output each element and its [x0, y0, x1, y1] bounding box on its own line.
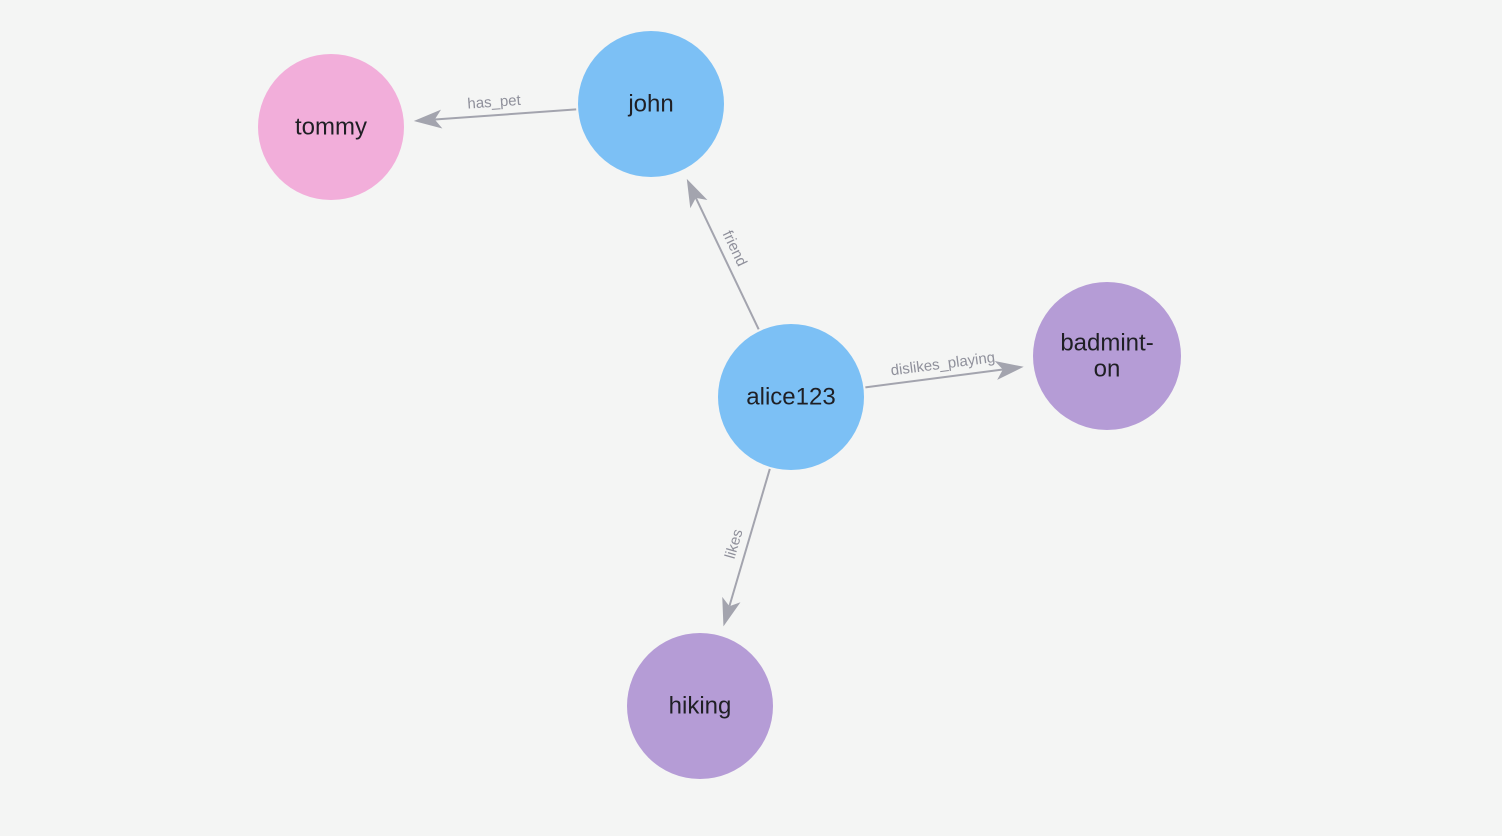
node-tommy[interactable]: tommy — [258, 54, 404, 200]
edge-label: likes — [722, 527, 747, 561]
edge-alice123-john: friend — [686, 178, 760, 330]
edge-arrowhead — [413, 109, 443, 129]
node-john[interactable]: john — [578, 31, 724, 177]
edge-label: has_pet — [467, 92, 522, 113]
node-label-line: on — [1094, 356, 1121, 383]
edge-arrowhead — [994, 360, 1024, 380]
edge-arrowhead — [722, 596, 741, 627]
node-label: badmint-on — [1060, 330, 1153, 383]
node-circle[interactable] — [1033, 282, 1181, 430]
node-label-line: alice123 — [746, 384, 835, 411]
node-alice123[interactable]: alice123 — [718, 324, 864, 470]
node-badminton[interactable]: badmint-on — [1033, 282, 1181, 430]
edge-label: friend — [719, 228, 751, 269]
edge-label: dislikes_playing — [890, 349, 996, 379]
node-label: hiking — [669, 693, 732, 720]
node-label-line: badmint- — [1060, 330, 1153, 357]
edge-line — [865, 368, 1004, 389]
edge-line — [434, 108, 577, 121]
node-label-line: john — [627, 91, 673, 118]
node-label: alice123 — [746, 384, 835, 411]
edge-line — [694, 197, 760, 330]
node-label: tommy — [295, 114, 367, 141]
edge-alice123-badminton: dislikes_playing — [865, 349, 1024, 389]
edge-alice123-hiking: likes — [722, 468, 771, 627]
node-circle[interactable] — [718, 324, 864, 470]
node-hiking[interactable]: hiking — [627, 633, 773, 779]
node-circle[interactable] — [627, 633, 773, 779]
edge-john-tommy: has_pet — [413, 92, 577, 129]
node-circle[interactable] — [258, 54, 404, 200]
edge-line — [728, 468, 771, 607]
node-label: john — [627, 91, 673, 118]
edge-arrowhead — [686, 178, 708, 209]
node-circle[interactable] — [578, 31, 724, 177]
nodes-layer: tommy john alice123 badmint-on hiking — [258, 31, 1181, 779]
node-label-line: hiking — [669, 693, 732, 720]
node-label-line: tommy — [295, 114, 367, 141]
